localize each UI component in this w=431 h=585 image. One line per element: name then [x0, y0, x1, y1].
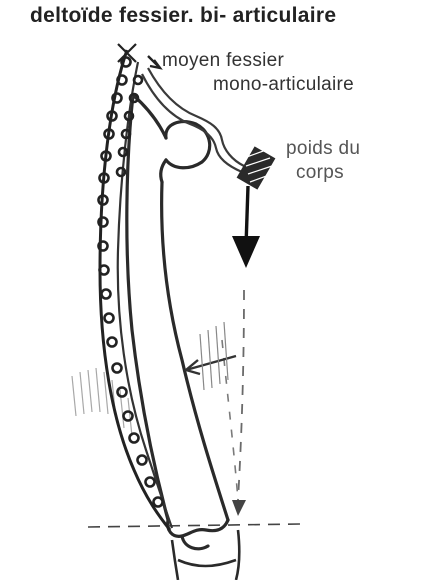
weight-block: [237, 146, 276, 189]
left-faint-hatch: [72, 368, 132, 436]
deltoid-outer-curve: [100, 50, 170, 530]
mid-shaft-hatch: [200, 322, 228, 390]
label-deltoide-fessier: deltoïde fessier. bi- articulaire: [30, 4, 336, 28]
body-weight-arrow: [232, 186, 260, 268]
force-line-dashed-2: [222, 340, 238, 500]
moyen-arrow: [148, 56, 160, 68]
label-mono-articulaire: mono-articulaire: [213, 74, 354, 96]
label-poids-du: poids du: [286, 138, 360, 160]
origin-mark: [118, 44, 136, 62]
femur-bone: [127, 95, 228, 549]
label-moyen-fessier: moyen fessier: [162, 50, 284, 72]
force-arrow-head: [232, 500, 246, 516]
label-corps: corps: [296, 162, 344, 184]
joint-line-dashed: [88, 524, 300, 527]
force-line-dashed: [238, 290, 244, 500]
